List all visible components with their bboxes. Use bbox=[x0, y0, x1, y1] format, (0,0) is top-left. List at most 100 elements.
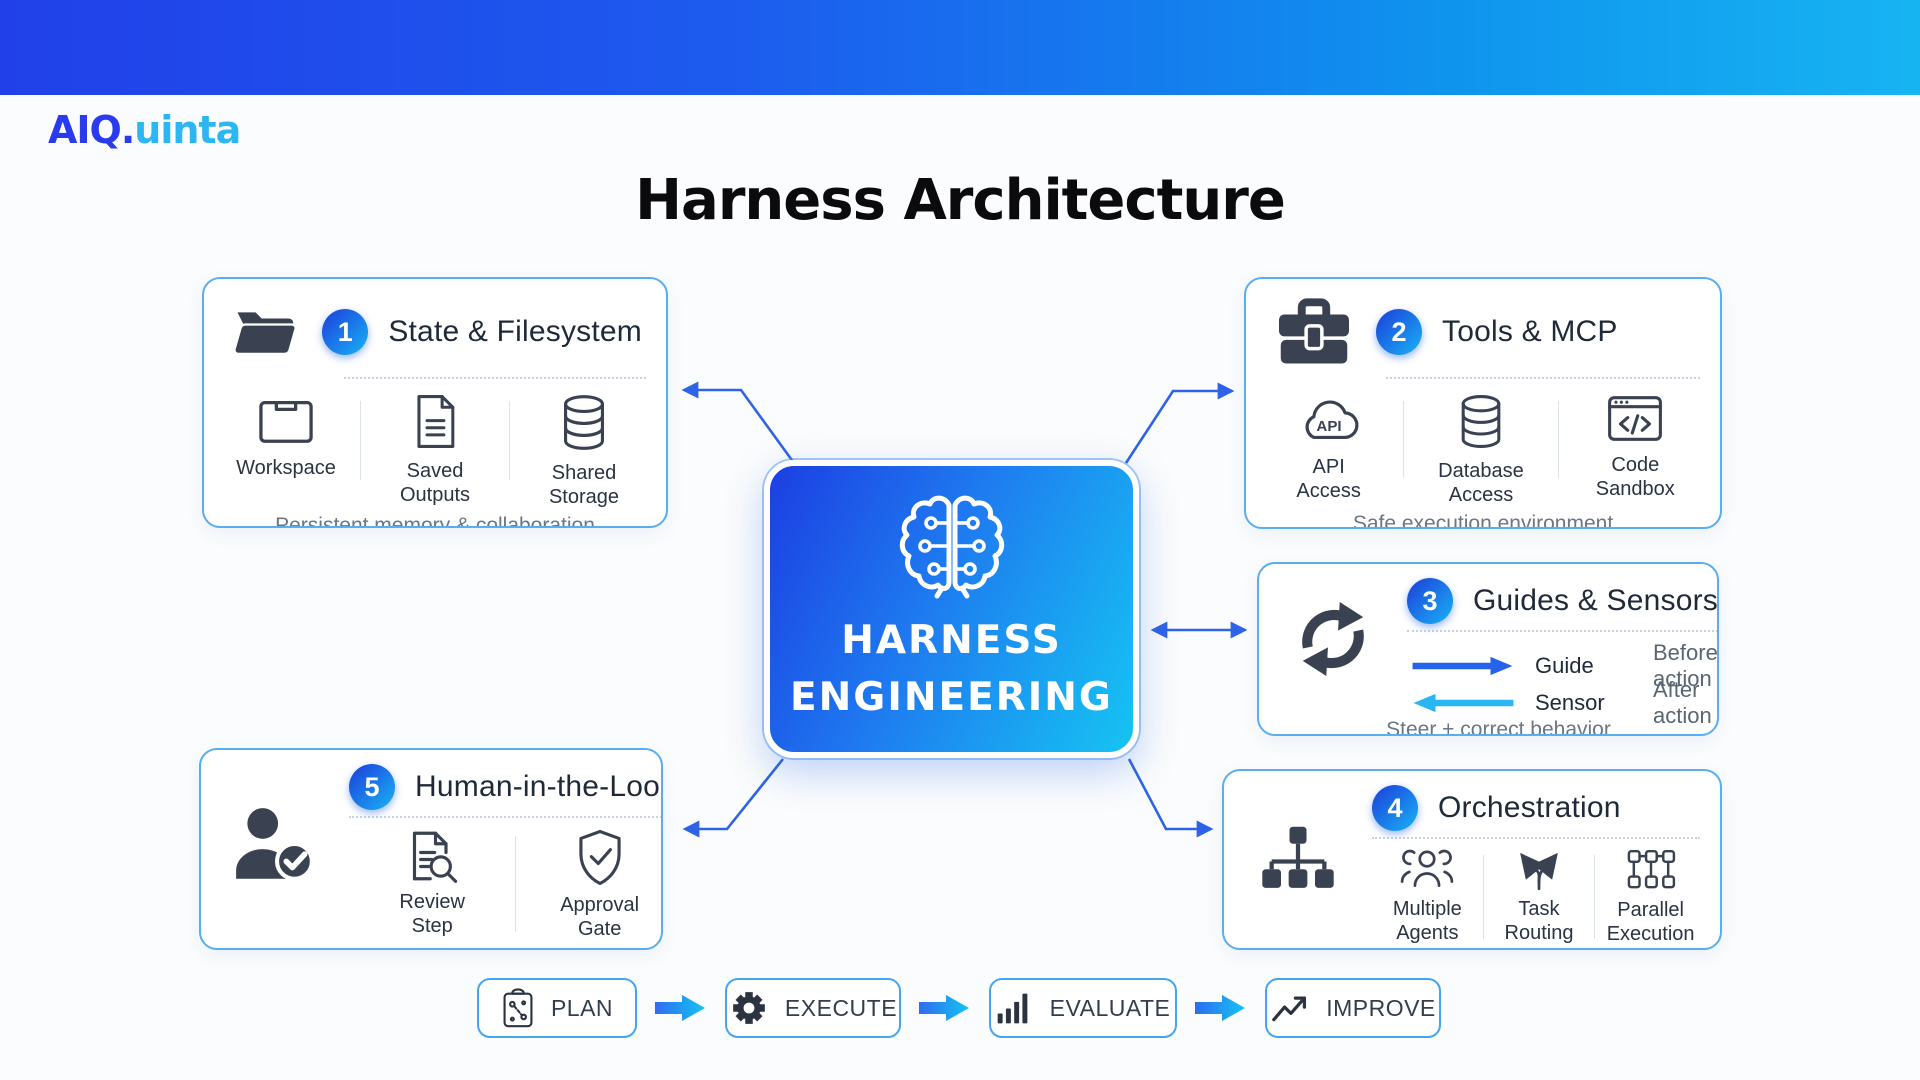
panel-orchestration: 4 Orchestration Multiple Agents bbox=[1222, 769, 1722, 950]
divider bbox=[515, 836, 517, 932]
guide-desc: Before action bbox=[1653, 640, 1718, 691]
left-arrow-cyan-icon bbox=[1413, 693, 1514, 713]
guide-label: Guide bbox=[1535, 653, 1594, 678]
sync-icon-wrap bbox=[1259, 564, 1407, 714]
sync-icon bbox=[1302, 602, 1364, 676]
panel-number-badge: 2 bbox=[1376, 309, 1422, 355]
item-shared-storage: Shared Storage bbox=[528, 393, 640, 510]
flow-arrow-icon bbox=[1195, 995, 1245, 1021]
panel-caption: Steer + correct behavior bbox=[1386, 718, 1611, 736]
clipboard-plan-icon bbox=[503, 987, 533, 1027]
panel-guides-sensors: 3 Guides & Sensors Guide Before action bbox=[1257, 562, 1719, 736]
flow-step-label: IMPROVE bbox=[1326, 994, 1436, 1021]
panel-number-badge: 5 bbox=[349, 764, 395, 810]
item-workspace: Workspace bbox=[230, 393, 342, 480]
panel-title: Orchestration bbox=[1438, 791, 1621, 824]
item-label: Shared Storage bbox=[548, 462, 620, 509]
panel-items: Review Step Approval Gate bbox=[349, 818, 661, 942]
flow-step-plan: PLAN bbox=[477, 978, 637, 1038]
item-api-access: API API Access bbox=[1283, 393, 1375, 504]
sensor-desc: After action bbox=[1653, 677, 1712, 728]
person-check-icon-wrap bbox=[201, 750, 349, 942]
agents-icon bbox=[1401, 849, 1454, 887]
item-label: Multiple Agents bbox=[1392, 898, 1462, 945]
harness-engineering-box: HARNESS ENGINEERING bbox=[764, 460, 1139, 758]
center-title-line1: HARNESS bbox=[841, 618, 1062, 663]
panel-orchestration-right: 4 Orchestration Multiple Agents bbox=[1372, 771, 1720, 947]
item-multiple-agents: Multiple Agents bbox=[1375, 847, 1479, 946]
item-code-sandbox: Code Sandbox bbox=[1587, 393, 1683, 502]
flow-step-execute: EXECUTE bbox=[725, 978, 901, 1038]
review-icon bbox=[413, 831, 458, 883]
panel-guides-sensors-right: 3 Guides & Sensors Guide Before action bbox=[1407, 564, 1718, 728]
item-approval-gate: Approval Gate bbox=[548, 828, 652, 942]
document-icon bbox=[417, 395, 455, 448]
item-database-access: Database Access bbox=[1433, 393, 1529, 508]
divider bbox=[344, 377, 646, 379]
database-icon bbox=[563, 395, 605, 450]
divider bbox=[1594, 855, 1596, 939]
divider bbox=[1482, 855, 1484, 939]
header-gradient-bar bbox=[0, 0, 1920, 95]
connector-to-human-loop bbox=[682, 758, 785, 838]
panel-title: Human-in-the-Loop bbox=[415, 770, 663, 803]
panel-orchestration-header: 4 Orchestration bbox=[1372, 771, 1720, 837]
connector-to-tools-mcp bbox=[1124, 382, 1235, 464]
divider bbox=[349, 816, 661, 818]
panel-title: Tools & MCP bbox=[1442, 315, 1618, 348]
trend-up-icon bbox=[1272, 996, 1307, 1022]
flow-step-label: PLAN bbox=[550, 994, 614, 1021]
gear-icon bbox=[733, 992, 765, 1024]
divider bbox=[1407, 630, 1717, 632]
hierarchy-icon-wrap bbox=[1224, 771, 1372, 947]
shield-check-icon bbox=[579, 829, 621, 886]
person-check-icon bbox=[236, 808, 314, 881]
divider bbox=[1403, 401, 1405, 478]
parallel-icon bbox=[1627, 849, 1675, 889]
item-label: Database Access bbox=[1438, 460, 1524, 507]
panel-caption: Manage multi-agent workflows bbox=[1224, 947, 1720, 948]
workspace-icon bbox=[259, 401, 313, 443]
item-label: Approval Gate bbox=[560, 894, 640, 941]
panel-state-filesystem: 1 State & Filesystem Workspace Saved Out… bbox=[202, 277, 668, 528]
item-task-routing: Task Routing bbox=[1487, 847, 1591, 946]
routing-icon bbox=[1520, 852, 1558, 891]
flow-arrow-icon bbox=[919, 995, 969, 1021]
logo-primary: AIQ. bbox=[48, 108, 135, 152]
guide-row: Guide Before action bbox=[1407, 640, 1717, 691]
panel-number-badge: 1 bbox=[322, 309, 369, 355]
panel-number-badge: 4 bbox=[1372, 785, 1418, 831]
folder-icon bbox=[233, 312, 297, 355]
divider bbox=[360, 401, 361, 480]
sensor-row: Sensor After action bbox=[1407, 677, 1717, 728]
panel-tools-mcp: 2 Tools & MCP API API Access Database Ac… bbox=[1244, 277, 1722, 529]
connector-to-state-filesystem bbox=[681, 381, 796, 464]
item-parallel-execution: Parallel Execution bbox=[1599, 847, 1703, 947]
panel-items: Workspace Saved Outputs Shared Storage bbox=[204, 379, 666, 510]
flow-step-improve: IMPROVE bbox=[1265, 978, 1441, 1038]
item-label: Code Sandbox bbox=[1595, 454, 1675, 501]
item-review-step: Review Step bbox=[380, 828, 484, 939]
panel-number-badge: 3 bbox=[1407, 578, 1453, 624]
panel-caption: Safe execution environment bbox=[1352, 511, 1614, 529]
svg-text:API: API bbox=[1316, 418, 1341, 435]
flow-step-label: EXECUTE bbox=[784, 994, 898, 1021]
panel-caption: Control critical decisions bbox=[201, 942, 661, 948]
panel-human-loop: 5 Human-in-the-Loop Review Step bbox=[199, 748, 663, 950]
panel-human-loop-header: 5 Human-in-the-Loop bbox=[349, 750, 663, 816]
api-cloud-icon: API bbox=[1305, 400, 1359, 440]
divider bbox=[509, 401, 510, 480]
panel-guides-sensors-header: 3 Guides & Sensors bbox=[1407, 564, 1718, 630]
flow-row: PLAN EXECUTE EVALUATE bbox=[477, 977, 1443, 1039]
database-icon bbox=[1461, 395, 1501, 448]
item-saved-outputs: Saved Outputs bbox=[379, 393, 491, 508]
panel-state-filesystem-header: 1 State & Filesystem bbox=[204, 279, 666, 375]
connector-to-orchestration bbox=[1127, 758, 1214, 838]
panel-caption: Persistent memory & collaboration bbox=[275, 513, 595, 528]
guides-sensors-rows: Guide Before action Sensor After action bbox=[1407, 632, 1717, 728]
divider bbox=[1386, 377, 1700, 379]
panel-title: Guides & Sensors bbox=[1473, 584, 1718, 617]
panel-human-loop-right: 5 Human-in-the-Loop Review Step bbox=[349, 750, 663, 942]
item-label: Parallel Execution bbox=[1606, 899, 1695, 946]
